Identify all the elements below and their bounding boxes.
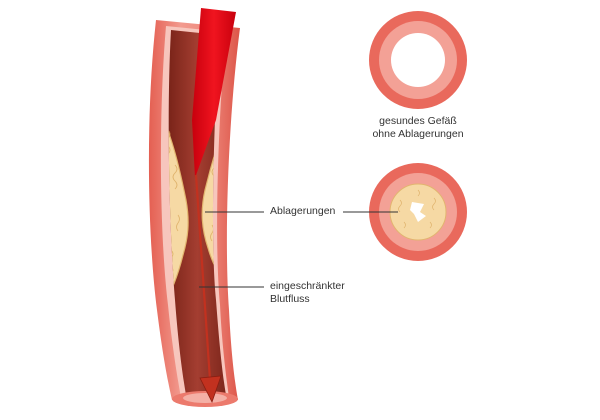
plaque-vessel-cross-section: [369, 163, 467, 261]
blood-flow-arrow: [192, 8, 236, 178]
restricted-flow-label: eingeschränkter Blutfluss: [270, 280, 345, 306]
healthy-vessel-label-line2: ohne Ablagerungen: [372, 128, 464, 140]
vessel-cut-face-inner: [183, 393, 227, 403]
narrowed-lumen: [410, 202, 426, 222]
restricted-flow-label-line1: eingeschränkter: [270, 280, 345, 292]
healthy-vessel-label: gesundes Gefäß ohne Ablagerungen: [353, 115, 483, 141]
vessel-longitudinal: [148, 20, 240, 407]
restricted-flow-arrow: [194, 174, 222, 404]
healthy-vessel-label-line1: gesundes Gefäß: [379, 115, 457, 127]
restricted-flow-label-line2: Blutfluss: [270, 293, 310, 305]
deposits-label: Ablagerungen: [270, 205, 336, 217]
healthy-vessel-cross-section: [369, 11, 467, 109]
healthy-lumen: [391, 33, 445, 87]
